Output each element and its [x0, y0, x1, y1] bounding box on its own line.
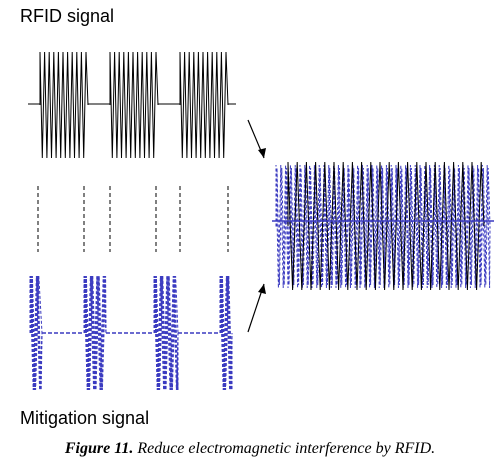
combined-signal-waveform — [272, 161, 494, 291]
mitigation-signal-waveform — [29, 275, 233, 391]
figure-caption: Figure 11. Reduce electromagnetic interf… — [0, 440, 500, 458]
sync-guide-lines — [37, 186, 229, 252]
caption-text: Reduce electromagnetic interference by R… — [137, 440, 436, 457]
rfid-signal-waveform — [28, 51, 236, 159]
arrow-top — [247, 119, 266, 159]
rfid-signal-label: RFID signal — [20, 6, 115, 26]
mitigation-signal-label: Mitigation signal — [20, 408, 150, 428]
arrow-bottom — [247, 283, 266, 333]
caption-label: Figure 11. — [64, 440, 134, 457]
